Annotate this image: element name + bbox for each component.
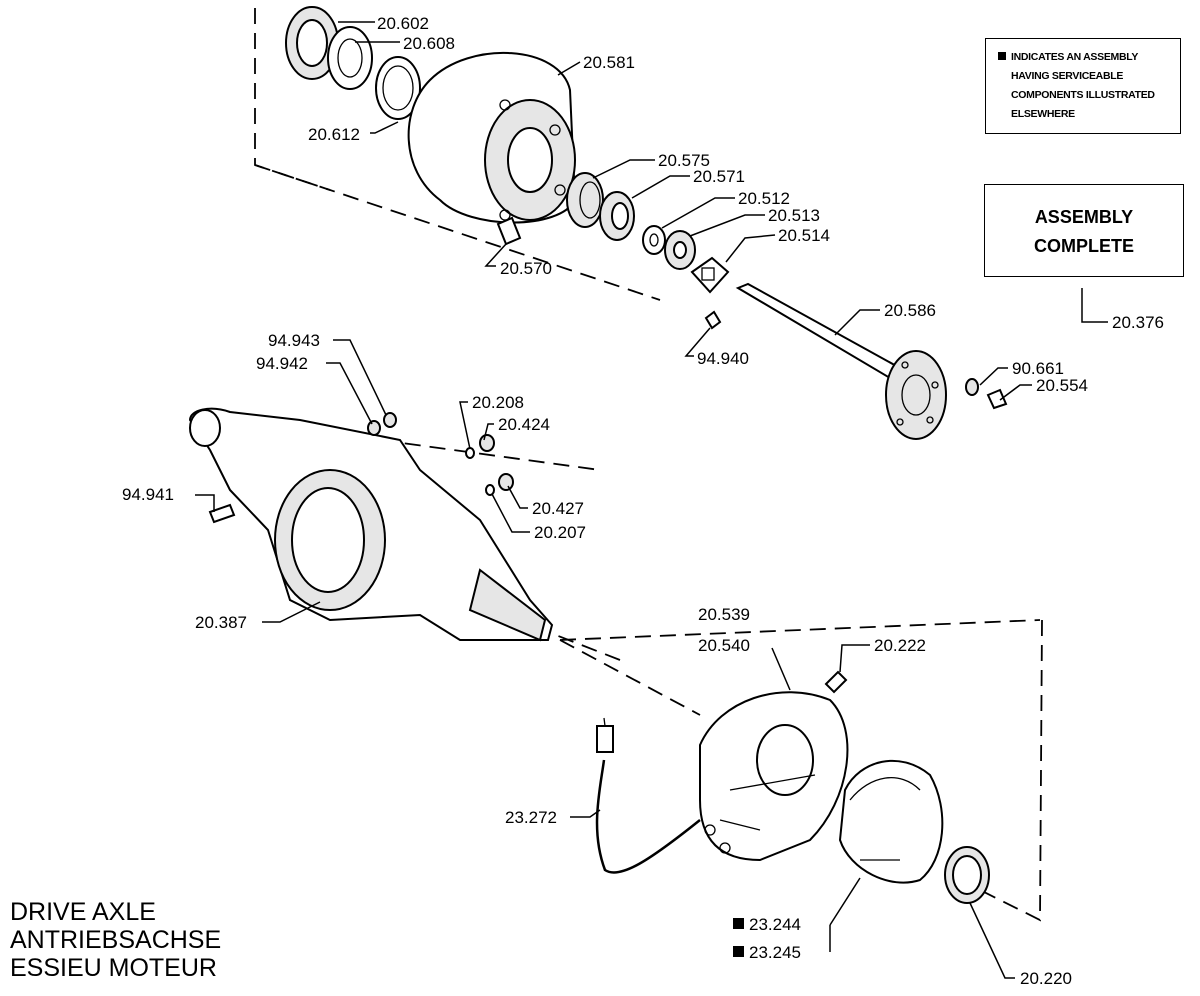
note-line-1: INDICATES AN ASSEMBLY — [1011, 51, 1139, 63]
assembly-box-line-1: ASSEMBLY — [1034, 207, 1134, 227]
leader-lines — [195, 21, 1108, 979]
part-label-94940: 94.940 — [697, 349, 749, 368]
part-labels: 20.602 20.608 20.612 20.581 20.575 20.57… — [122, 14, 1164, 988]
seal-20220 — [944, 846, 990, 904]
legend-note-box: INDICATES AN ASSEMBLY HAVING SERVICEABLE… — [985, 38, 1181, 134]
part-label-20220: 20.220 — [1020, 969, 1072, 988]
bolt-20554 — [986, 388, 1008, 410]
part-label-20512: 20.512 — [738, 189, 790, 208]
brake-drum-20581 — [407, 51, 577, 224]
title-english: DRIVE AXLE — [10, 898, 156, 926]
part-label-20207: 20.207 — [534, 523, 586, 542]
bearing-cup-20612 — [375, 56, 421, 120]
part-label-20376: 20.376 — [1112, 313, 1164, 332]
bleeder-screw-20222 — [824, 670, 848, 694]
seal-ring-20207 — [485, 484, 495, 496]
lock-washer-90661 — [965, 378, 979, 396]
part-label-20387: 20.387 — [195, 613, 247, 632]
assembly-indicator-square — [733, 946, 744, 957]
part-label-20554: 20.554 — [1036, 376, 1088, 395]
part-label-20514: 20.514 — [778, 226, 830, 245]
part-label-20427: 20.427 — [532, 499, 584, 518]
lock-washer-20513 — [664, 230, 696, 270]
part-label-20608: 20.608 — [403, 34, 455, 53]
part-label-20581: 20.581 — [583, 53, 635, 72]
part-label-20602: 20.602 — [377, 14, 429, 33]
note-line-4: ELSEWHERE — [1011, 108, 1075, 120]
title-german: ANTRIEBSACHSE — [10, 926, 222, 954]
note-line-3: COMPONENTS ILLUSTRATED — [1011, 89, 1155, 101]
part-label-20540: 20.540 — [698, 636, 750, 655]
part-label-23244: 23.244 — [749, 915, 801, 934]
stud-20570 — [496, 216, 522, 246]
brake-cable-23272 — [595, 717, 701, 874]
part-label-20586: 20.586 — [884, 301, 936, 320]
retainer-20514 — [690, 256, 730, 294]
bearing-cone-20571 — [599, 191, 635, 241]
part-label-90661: 90.661 — [1012, 359, 1064, 378]
note-line-2: HAVING SERVICEABLE — [1011, 70, 1124, 82]
part-label-23272: 23.272 — [505, 808, 557, 827]
brake-shoe-set-23244 — [838, 759, 944, 884]
part-label-20571: 20.571 — [693, 167, 745, 186]
axis-dashed-line — [254, 164, 701, 716]
assembly-box-line-2: COMPLETE — [1033, 236, 1134, 256]
bearing-cup-20602 — [285, 6, 339, 80]
assembly-complete-box: ASSEMBLY COMPLETE — [984, 184, 1184, 277]
assembly-indicator-square — [998, 52, 1006, 60]
part-label-94943: 94.943 — [268, 331, 320, 350]
bolt-94940 — [704, 310, 722, 330]
part-label-94942: 94.942 — [256, 354, 308, 373]
part-label-20570: 20.570 — [500, 259, 552, 278]
plug-20424 — [479, 434, 495, 452]
part-label-20539: 20.539 — [698, 605, 750, 624]
washer-20512 — [642, 225, 666, 255]
brake-backing-plate-20539 — [699, 691, 849, 862]
part-label-20575: 20.575 — [658, 151, 710, 170]
washer-94942 — [367, 420, 381, 436]
part-label-20222: 20.222 — [874, 636, 926, 655]
part-label-94941: 94.941 — [122, 485, 174, 504]
stud-94941 — [208, 503, 236, 524]
part-label-20513: 20.513 — [768, 206, 820, 225]
diagram-title: DRIVE AXLE ANTRIEBSACHSE ESSIEU MOTEUR — [10, 898, 221, 982]
breather-plug-94943 — [383, 412, 397, 428]
title-french: ESSIEU MOTEUR — [10, 954, 217, 982]
axle-housing-20387 — [188, 407, 554, 642]
bearing-cone-20608 — [327, 26, 373, 90]
bearing-cup-20575 — [566, 172, 604, 228]
part-label-23245: 23.245 — [749, 943, 801, 962]
part-label-20208: 20.208 — [472, 393, 524, 412]
axle-shaft-20586 — [735, 282, 947, 440]
part-label-20612: 20.612 — [308, 125, 360, 144]
plug-20427 — [498, 473, 514, 491]
seal-ring-20208 — [465, 447, 475, 459]
assembly-indicator-square — [733, 918, 744, 929]
part-label-20424: 20.424 — [498, 415, 550, 434]
